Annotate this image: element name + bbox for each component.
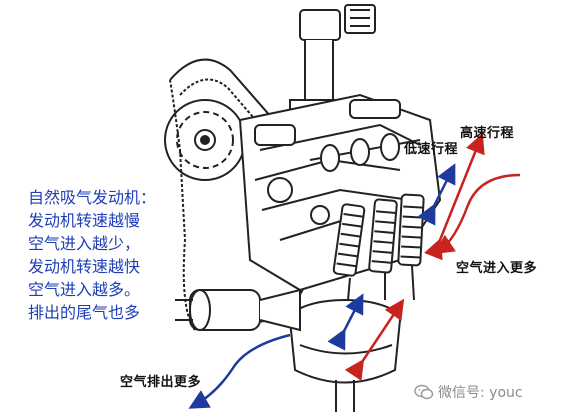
cam-pulley [164,99,246,181]
label-more-air-in: 空气进入更多 [456,261,538,276]
valve-springs [332,193,425,301]
air-in-arrow [433,173,521,255]
wechat-icon [414,384,434,400]
valve-low-stroke-arrow [327,293,364,351]
piston [289,299,401,412]
label-low-speed-stroke: 低速行程 [404,142,459,157]
valve-high-stroke-arrow [344,298,405,381]
camshaft [309,133,421,172]
description-line: 排出的尾气也多 [28,303,141,322]
watermark: 微信号: youc [414,382,523,402]
description-line: 空气进入越少， [28,234,141,253]
low-speed-stroke-arrow [417,163,456,226]
label-high-speed-stroke: 高速行程 [460,126,515,141]
watermark-text: 微信号: youc [438,385,523,401]
air-out-arrow [188,333,291,409]
oil-control-valve [175,288,301,332]
label-more-air-out: 空气排出更多 [120,375,202,390]
description-line: 发动机转速越快 [28,257,141,276]
description-text: 自然吸气发动机： 发动机转速越慢 空气进入越少， 发动机转速越快 空气进入越多。… [28,186,156,324]
description-line: 发动机转速越慢 [28,211,141,230]
description-line: 空气进入越多。 [28,280,141,299]
high-speed-stroke-arrow [424,133,485,261]
description-line: 自然吸气发动机： [28,188,157,207]
